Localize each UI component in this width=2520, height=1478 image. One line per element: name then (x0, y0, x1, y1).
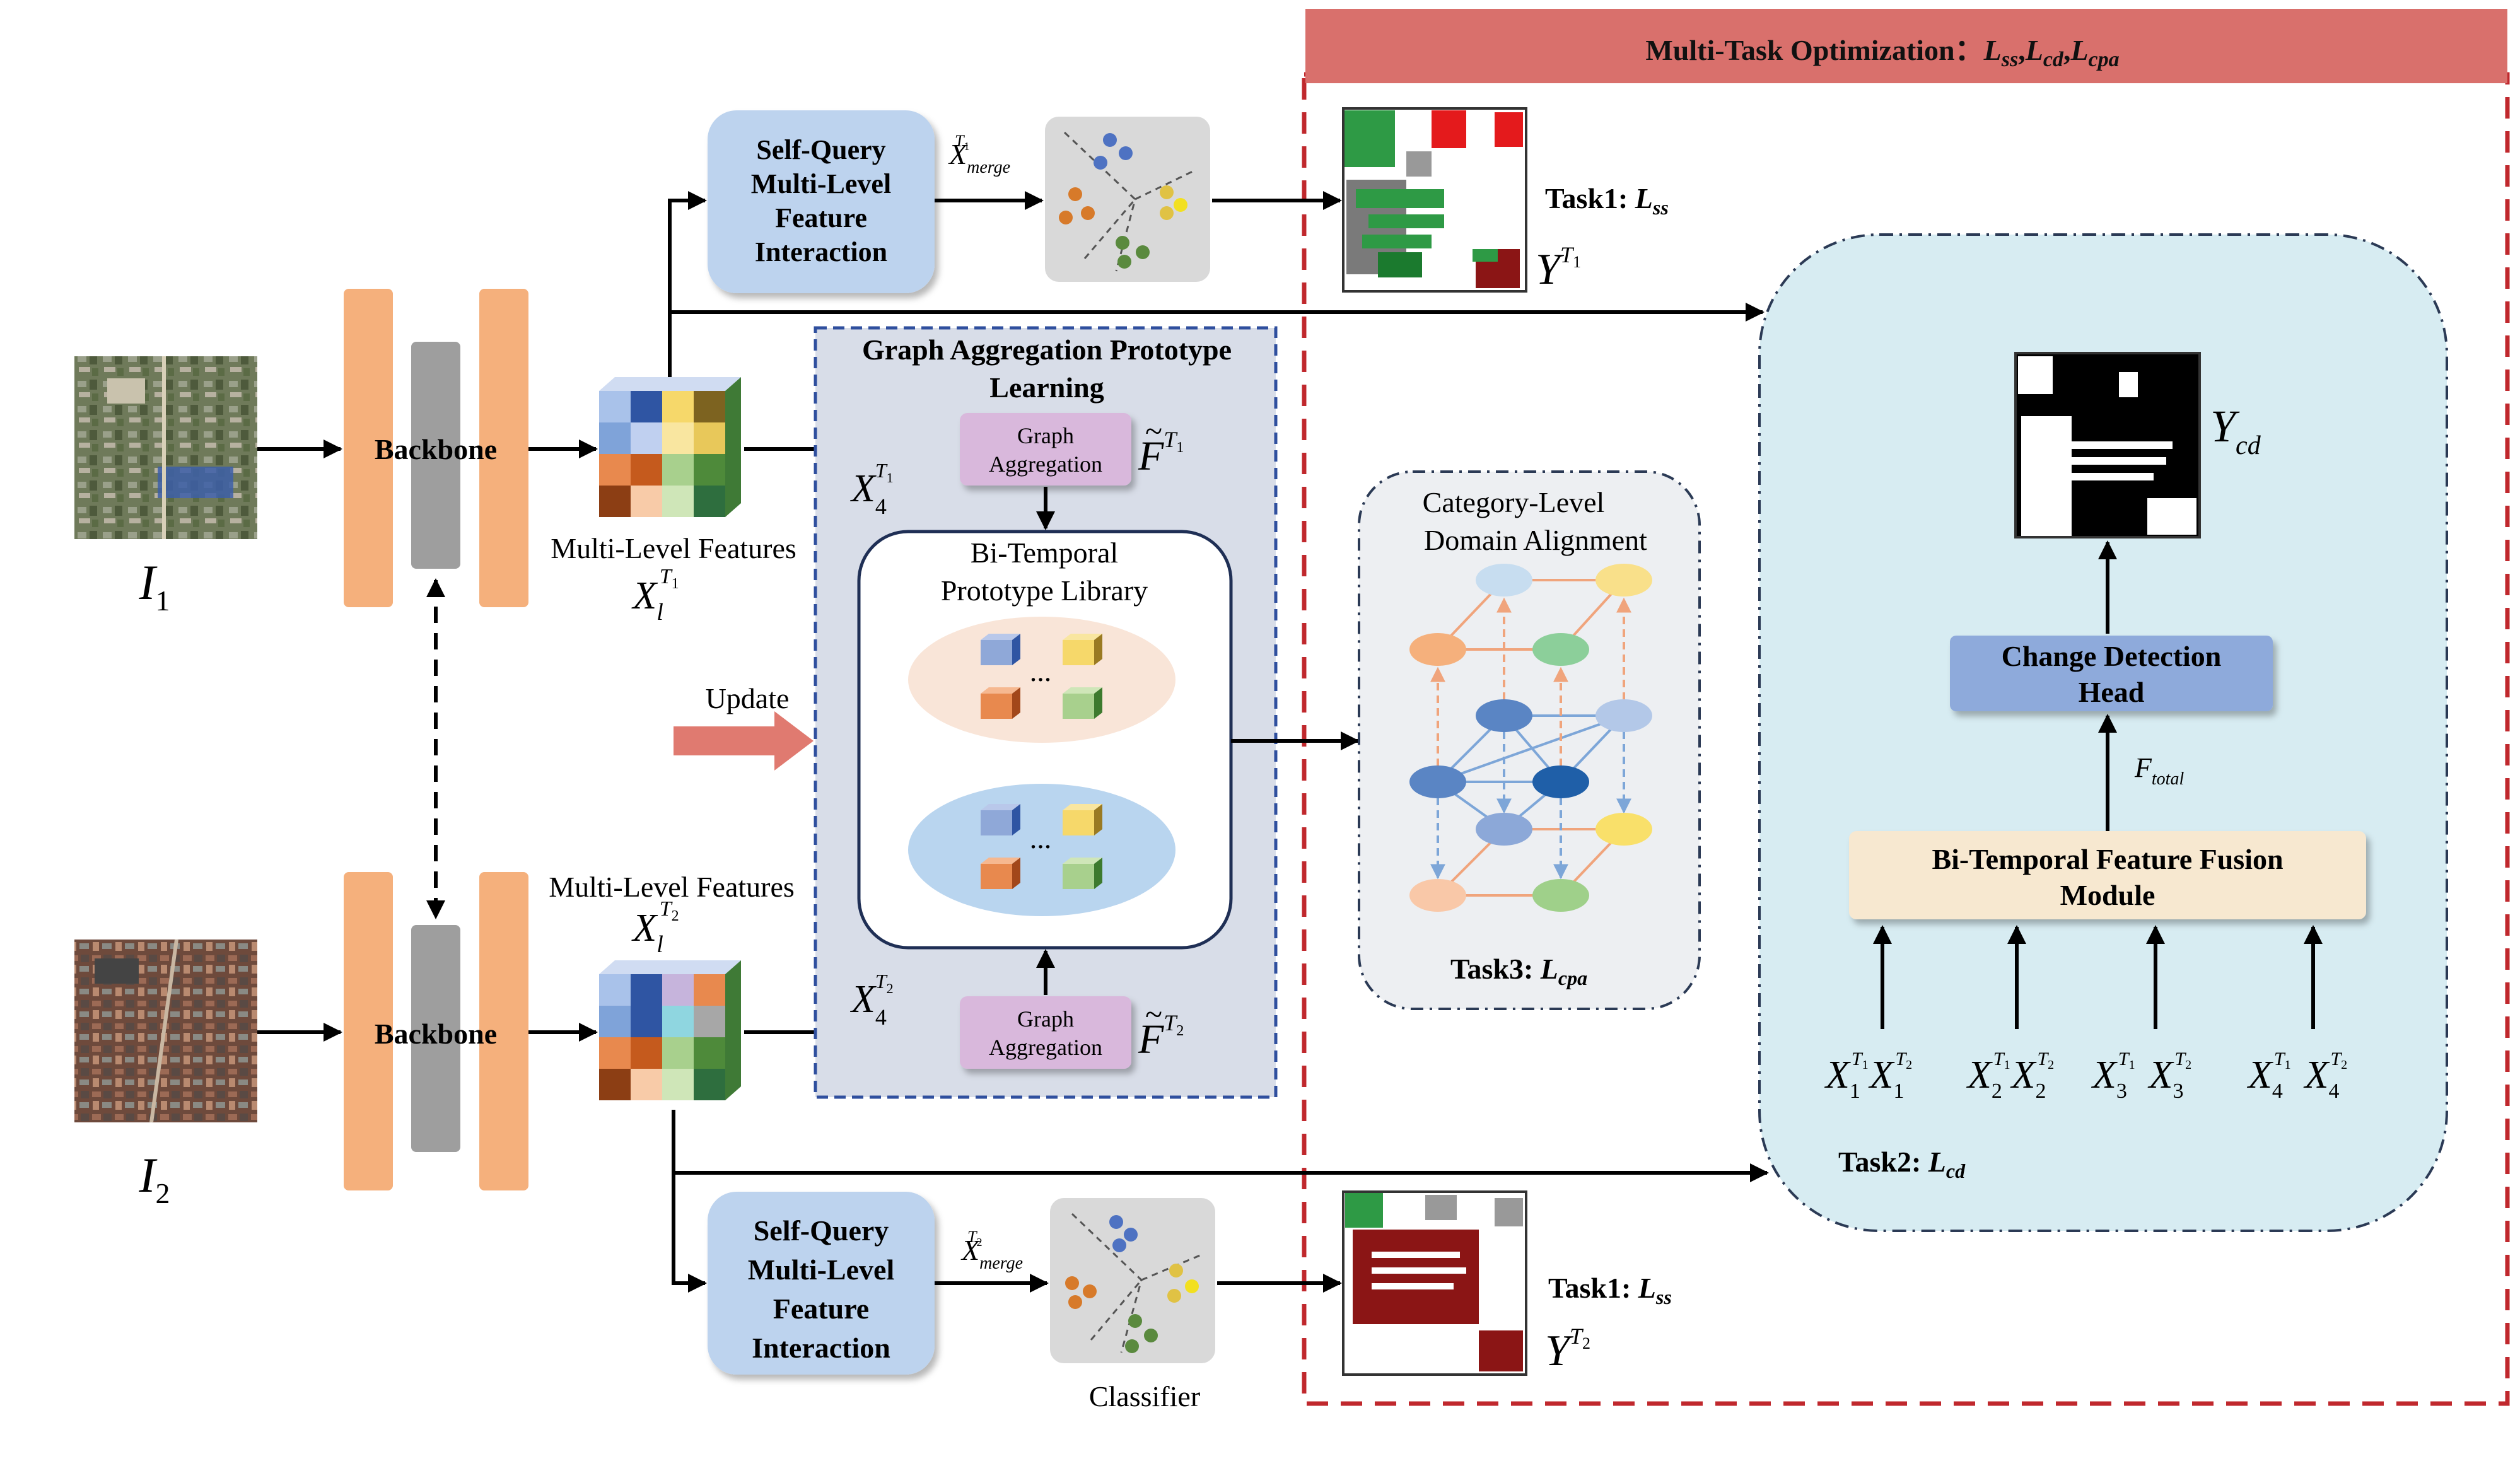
segmentation-map-t1 (1342, 107, 1527, 293)
cda-title-line1: Category-Level (1423, 486, 1605, 518)
sqmfi-line1-t2: Self-Query (754, 1214, 889, 1247)
multi-task-bar (1305, 9, 2507, 83)
change-detection-head: Change Detection Head (1950, 636, 2273, 711)
ftilde-symbol-t2: FT2 (1138, 1010, 1184, 1062)
task1-label-t2: Task1: Lss (1548, 1272, 1672, 1308)
feature-cube-t1 (599, 377, 741, 517)
update-label: Update (706, 682, 790, 714)
feature-cube-t2 (599, 960, 741, 1100)
ftilde-tilde-t1: ~ (1145, 413, 1162, 448)
input-label-t2: I2 (139, 1148, 170, 1209)
library-ellipsis-top: ... (1030, 655, 1052, 687)
feature-symbol-t1: XlT1 (631, 565, 679, 626)
feature-pair-1: X1T1X1T2 (1824, 1049, 1912, 1103)
feature-symbol-t2: XlT2 (631, 897, 679, 958)
fusion-module: Bi-Temporal Feature Fusion Module (1849, 831, 2366, 919)
merge-symbol-t2: XmergeT2 (960, 1228, 1023, 1273)
multi-task-label: Multi-Task Optimization： (1645, 34, 1983, 66)
sqmfi-line4-t1: Interaction (755, 236, 887, 267)
library-ellipsis-bottom: ... (1030, 822, 1052, 854)
sqmfi-line3-t1: Feature (775, 202, 867, 233)
update-arrow (674, 711, 814, 771)
graph-agg-line1-t1: Graph (1017, 423, 1074, 448)
x4-symbol-t2: X4T2 (849, 970, 894, 1030)
x4-symbol-t1: X4T1 (849, 459, 894, 519)
f-total-symbol: Ftotal (2134, 752, 2184, 789)
sqmfi-line2-t2: Multi-Level (748, 1254, 895, 1286)
fusion-line2: Module (2060, 879, 2155, 911)
feature-pair-2: X2T1X2T2 (1966, 1049, 2054, 1103)
graph-agg-line2-t1: Aggregation (989, 451, 1102, 477)
graph-aggregation-t1: Graph Aggregation (960, 413, 1131, 486)
merge-symbol-t1: XmergeT1 (948, 132, 1010, 177)
svg-text:X2T1X2T2: X2T1X2T2 (1966, 1049, 2054, 1103)
gapl-title-line1: Graph Aggregation Prototype (862, 334, 1232, 366)
fusion-line1: Bi-Temporal Feature Fusion (1932, 843, 2283, 875)
backbone-label-t2: Backbone (375, 1018, 497, 1050)
task1-label-t1: Task1: Lss (1545, 182, 1669, 219)
input-image-t1 (74, 356, 257, 539)
sqmfi-line2-t1: Multi-Level (751, 168, 891, 199)
sqmfi-line4-t2: Interaction (752, 1332, 890, 1364)
backbone-label-t1: Backbone (375, 433, 497, 465)
multi-task-title: Multi-Task Optimization：Lss,Lcd,Lcpa (1645, 34, 2119, 71)
task2-label: Task2: Lcd (1838, 1146, 1966, 1182)
svg-text:X1T1X1T2: X1T1X1T2 (1824, 1049, 1912, 1103)
ftilde-tilde-t2: ~ (1145, 996, 1162, 1032)
multi-level-features-label-t2: Multi-Level Features (549, 871, 795, 903)
change-detection-region (1758, 233, 2448, 1232)
classifier-t2 (1050, 1198, 1215, 1363)
cda-graph (1409, 564, 1652, 912)
input-image-t2 (74, 939, 257, 1123)
sqmfi-box-t1: Self-Query Multi-Level Feature Interacti… (708, 110, 935, 293)
y-symbol-t2: YT2 (1545, 1324, 1590, 1375)
multi-level-features-label-t1: Multi-Level Features (551, 532, 796, 564)
graph-agg-line2-t2: Aggregation (989, 1035, 1102, 1060)
gapl-title-line2: Learning (989, 371, 1104, 404)
sqmfi-line1-t1: Self-Query (756, 134, 885, 165)
y-symbol-t1: YT1 (1536, 242, 1581, 294)
y-cd-symbol: Ycd (2210, 401, 2261, 460)
library-line1: Bi-Temporal (971, 537, 1118, 569)
sqmfi-box-t2: Self-Query Multi-Level Feature Interacti… (708, 1192, 935, 1375)
input-label-t1: I1 (139, 555, 170, 617)
backbone-t1: Backbone (344, 289, 528, 607)
ftilde-symbol-t1: FT1 (1138, 427, 1184, 479)
head-line1: Change Detection (2002, 640, 2222, 672)
library-line2: Prototype Library (941, 574, 1148, 607)
graph-agg-line1-t2: Graph (1017, 1006, 1074, 1032)
cda-title-line2: Domain Alignment (1424, 524, 1647, 556)
task3-label: Task3: Lcpa (1450, 953, 1587, 989)
change-map (2014, 352, 2201, 538)
classifier-label: Classifier (1089, 1380, 1200, 1412)
head-line2: Head (2079, 676, 2145, 708)
prototype-library: Bi-Temporal Prototype Library ... ... (857, 530, 1233, 950)
backbone-t2: Backbone (344, 872, 528, 1190)
segmentation-map-t2 (1342, 1190, 1527, 1376)
graph-aggregation-t2: Graph Aggregation (960, 996, 1131, 1069)
classifier-t1 (1045, 117, 1210, 282)
sqmfi-line3-t2: Feature (773, 1293, 869, 1325)
